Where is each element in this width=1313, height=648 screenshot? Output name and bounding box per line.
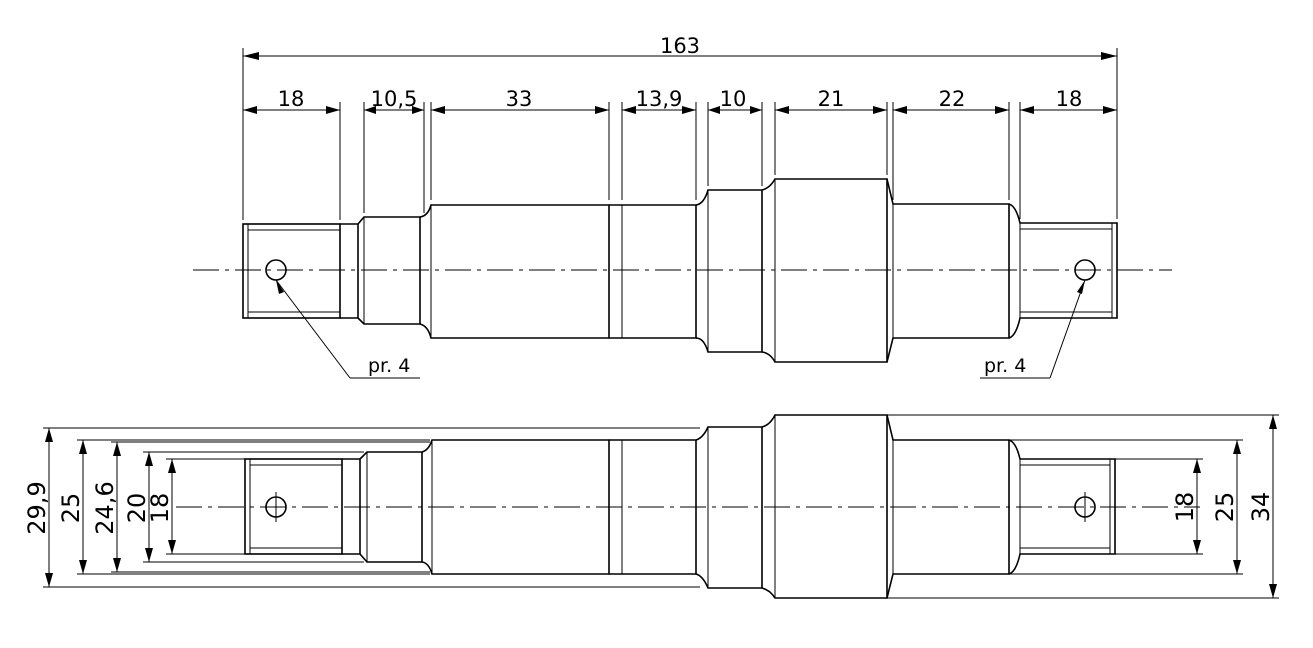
hole-note-left: pr. 4 <box>368 355 410 377</box>
leader-right <box>980 279 1086 379</box>
extension-lines-left <box>43 427 700 588</box>
dim-segments <box>243 106 1117 114</box>
dim-segment-label: 33 <box>506 87 533 111</box>
dim-segment-label: 21 <box>818 87 845 111</box>
dim-segment-label: 18 <box>1056 87 1083 111</box>
dim-segment-label: 10 <box>720 87 747 111</box>
dim-diameters-left <box>45 428 176 587</box>
dim-diameter-label: 25 <box>57 493 85 524</box>
dim-diameters-right <box>1193 415 1277 598</box>
shaft-outline-top <box>242 178 1118 363</box>
dim-diameter-label: 25 <box>1211 492 1239 523</box>
dim-diameter-label: 18 <box>1171 492 1199 523</box>
side-view: 29,9 25 24,6 20 18 18 25 34 <box>23 414 1279 599</box>
dim-segment-label: 13,9 <box>636 87 683 111</box>
dim-diameter-label: 20 <box>123 493 151 524</box>
dim-segment-label: 22 <box>939 87 966 111</box>
extension-lines-top <box>242 48 1118 220</box>
extension-lines-right <box>887 414 1279 599</box>
dim-diameter-label: 18 <box>146 493 174 524</box>
dim-segment-label: 10,5 <box>371 87 418 111</box>
dim-diameter-label: 24,6 <box>91 481 119 534</box>
dim-segment-label: 18 <box>278 87 305 111</box>
dim-diameter-label: 29,9 <box>23 481 51 534</box>
dim-diameter-label: 34 <box>1247 492 1275 523</box>
top-view: pr. 4 pr. 4 <box>193 34 1172 379</box>
leader-left <box>275 279 420 379</box>
hole-note-right: pr. 4 <box>984 355 1026 377</box>
dim-overall-label: 163 <box>660 34 700 58</box>
dim-overall <box>243 52 1117 60</box>
